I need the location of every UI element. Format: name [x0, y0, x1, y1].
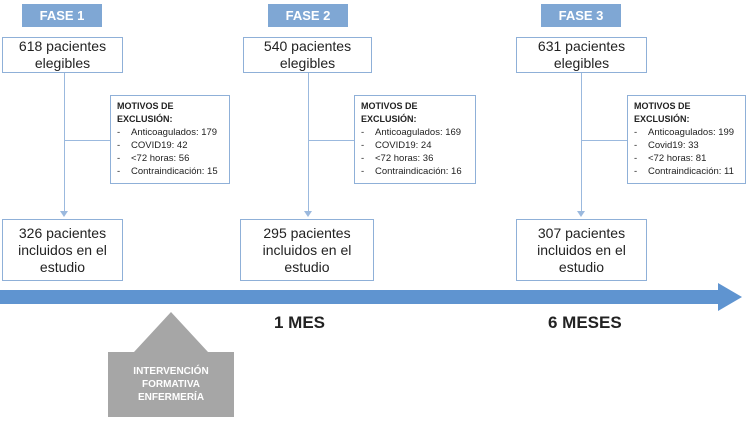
timeline-arrow-head: [718, 283, 742, 311]
phase-3-included-line-2: incluidos en el: [537, 241, 626, 258]
phase-2-exclusion-item: COVID19: 24: [361, 139, 469, 152]
phase-1-exclusion-item: Contraindicación: 15: [117, 165, 223, 178]
phase-3-included-line-3: estudio: [558, 258, 605, 275]
phase-2-exclusion-item: Contraindicación: 16: [361, 165, 469, 178]
phase-2-included-line-3: estudio: [284, 258, 330, 275]
phase-3-included-box: 307 pacientes incluidos en el estudio: [516, 219, 647, 281]
phase-3-eligible-box: 631 pacientes elegibles: [516, 37, 647, 73]
phase-3-eligible-line-1: 631 pacientes: [537, 38, 626, 54]
phase-2-connector-horizontal: [308, 140, 354, 141]
phase-1-included-line-2: incluidos en el: [18, 241, 107, 258]
phase-2-exclusion-title: MOTIVOS DE EXCLUSIÓN:: [361, 101, 418, 124]
timeline-mark-1-month: 1 MES: [274, 313, 326, 332]
phase-3-included-line-1: 307 pacientes: [537, 224, 626, 241]
phase-2-exclusion-box: MOTIVOS DE EXCLUSIÓN: Anticoagulados: 16…: [354, 95, 476, 184]
phase-1-included-line-1: 326 pacientes: [18, 224, 107, 241]
phase-2-exclusion-item: Anticoagulados: 169: [361, 126, 469, 139]
phase-3-header: FASE 3: [541, 4, 621, 27]
phase-1-eligible-line-2: elegibles: [34, 55, 91, 71]
intervention-up-arrow: [108, 312, 234, 417]
phase-2-exclusion-item: <72 horas: 36: [361, 152, 469, 165]
phase-2-eligible-line-2: elegibles: [279, 55, 336, 71]
phase-3-eligible-line-2: elegibles: [553, 55, 610, 71]
phase-2-included-box: 295 pacientes incluidos en el estudio: [240, 219, 374, 281]
intervention-label: INTERVENCIÓN FORMATIVA ENFERMERÍA: [108, 352, 234, 417]
phase-1-exclusion-item: Anticoagulados: 179: [117, 126, 223, 139]
intervention-line-1: INTERVENCIÓN: [133, 366, 209, 377]
phase-3-exclusion-item: <72 horas: 81: [634, 152, 739, 165]
phase-1-connector-vertical: [64, 73, 65, 213]
timeline-arrow-body: [0, 290, 725, 304]
phase-1-exclusion-box: MOTIVOS DE EXCLUSIÓN: Anticoagulados: 17…: [110, 95, 230, 184]
phase-1-exclusion-title: MOTIVOS DE EXCLUSIÓN:: [117, 101, 174, 124]
phase-3-connector-vertical: [581, 73, 582, 213]
intervention-line-3: ENFERMERÍA: [137, 392, 205, 403]
phase-1-arrowhead: [60, 211, 68, 217]
phase-1-eligible-line-1: 618 pacientes: [18, 38, 107, 54]
phase-1-included-line-3: estudio: [39, 258, 86, 275]
phase-3-exclusion-title: MOTIVOS DE EXCLUSIÓN:: [634, 101, 691, 124]
phase-2-header: FASE 2: [268, 4, 348, 27]
phase-1-connector-horizontal: [64, 140, 110, 141]
phase-2-included-line-1: 295 pacientes: [263, 224, 351, 241]
phase-1-eligible-box: 618 pacientes elegibles: [2, 37, 123, 73]
phase-3-exclusion-box: MOTIVOS DE EXCLUSIÓN: Anticoagulados: 19…: [627, 95, 746, 184]
phase-3-exclusion-item: Anticoagulados: 199: [634, 126, 739, 139]
intervention-line-2: FORMATIVA: [142, 379, 200, 390]
phase-2-eligible-box: 540 pacientes elegibles: [243, 37, 372, 73]
phase-1-header: FASE 1: [22, 4, 102, 27]
phase-3-connector-horizontal: [581, 140, 627, 141]
timeline-mark-6-months: 6 MESES: [548, 313, 622, 332]
phase-2-included-line-2: incluidos en el: [262, 241, 352, 258]
phase-1-included-box: 326 pacientes incluidos en el estudio: [2, 219, 123, 281]
phase-3-arrowhead: [577, 211, 585, 217]
phase-3-exclusion-item: Contraindicación: 11: [634, 165, 739, 178]
phase-1-exclusion-item: <72 horas: 56: [117, 152, 223, 165]
phase-1-exclusion-item: COVID19: 42: [117, 139, 223, 152]
phase-2-connector-vertical: [308, 73, 309, 213]
phase-2-arrowhead: [304, 211, 312, 217]
phase-2-eligible-line-1: 540 pacientes: [263, 38, 352, 54]
phase-3-exclusion-item: Covid19: 33: [634, 139, 739, 152]
